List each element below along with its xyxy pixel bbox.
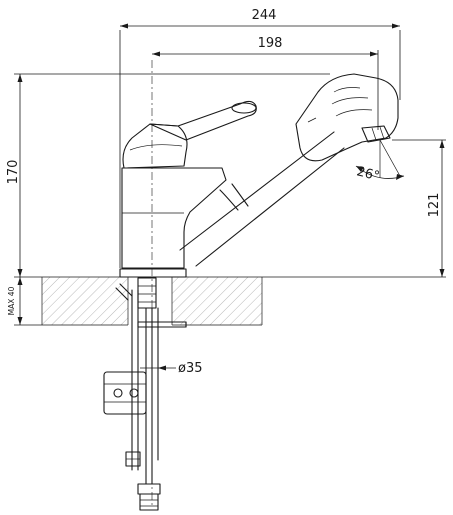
dimension-height: 170: [6, 73, 330, 278]
dimension-label-170: 170: [6, 160, 21, 185]
dimension-label-121: 121: [427, 193, 442, 218]
dimension-spray-angle: 26°: [355, 164, 405, 184]
dimension-label-max40: MAX 40: [7, 286, 16, 315]
dimension-spout-height: 121: [262, 139, 446, 278]
dimension-label-198: 198: [258, 36, 283, 51]
faucet-body: [119, 73, 401, 278]
under-counter-assembly: [103, 277, 187, 511]
dimension-spout-reach: 198: [152, 36, 379, 130]
dimension-hole-diameter: ø35: [140, 340, 203, 376]
dimension-label-diameter: ø35: [178, 361, 203, 376]
dimension-label-244: 244: [252, 8, 277, 23]
dimension-label-angle: 26°: [355, 164, 381, 184]
dimension-overall-width: 244: [119, 8, 401, 268]
dimension-max-mount: MAX 40: [7, 277, 42, 326]
